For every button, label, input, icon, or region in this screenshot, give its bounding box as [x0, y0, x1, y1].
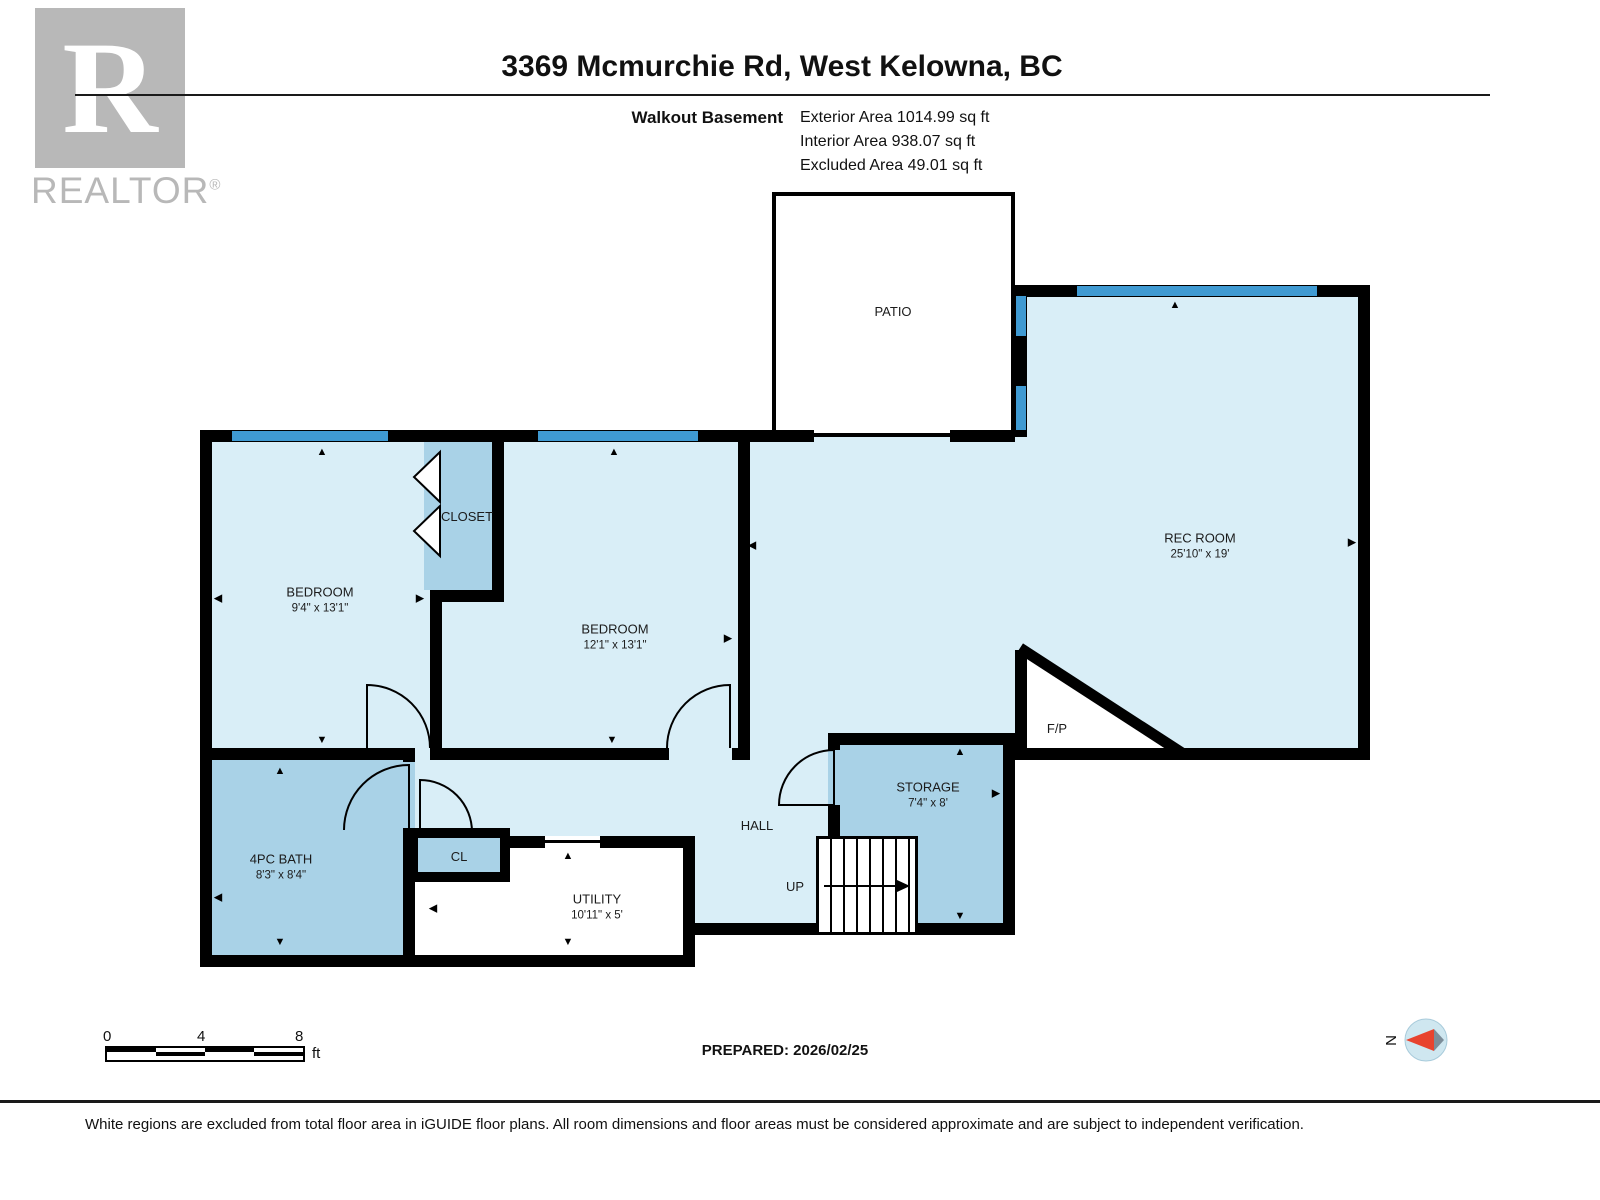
wall: [430, 590, 504, 602]
footer-divider: [0, 1100, 1600, 1103]
room-name: 4PC BATH: [249, 851, 313, 867]
room-dims: 25'10" x 19': [1170, 548, 1230, 561]
door-opening: [403, 762, 415, 828]
scale-tick-0: 0: [103, 1028, 112, 1045]
room-label-rec-room: REC ROOM 25'10" x 19': [1164, 529, 1236, 562]
room-dims: 9'4" x 13'1": [291, 602, 349, 615]
room-storage: [828, 733, 1015, 935]
room-rec-room: [1015, 285, 1370, 760]
floor-label: Walkout Basement: [631, 108, 783, 127]
window: [538, 431, 698, 441]
scale-tick-8: 8: [295, 1028, 304, 1045]
dimension-arrow-up-icon: ▲: [954, 746, 966, 758]
wall: [430, 590, 442, 748]
scale-unit: ft: [312, 1045, 321, 1062]
header-divider: [75, 94, 1490, 96]
room-label-bedroom-left: BEDROOM 9'4" x 13'1": [286, 583, 353, 616]
dimension-arrow-left-icon: ◀: [428, 902, 438, 915]
door-threshold: [545, 840, 600, 843]
stairs: [816, 836, 918, 935]
scale-bar: 0 4 8: [103, 1028, 305, 1062]
window: [232, 431, 388, 441]
dimension-arrow-up-icon: ▲: [1169, 299, 1181, 311]
room-patio: [772, 192, 1015, 437]
wall: [492, 442, 504, 602]
room-dims: 12'1" x 13'1": [583, 639, 647, 652]
room-name: REC ROOM: [1164, 530, 1236, 546]
registered-mark: ®: [209, 176, 222, 194]
room-label-storage: STORAGE 7'4" x 8': [896, 778, 959, 811]
room-label-bath: 4PC BATH 8'3" x 8'4": [250, 850, 313, 883]
room-label-bedroom-mid: BEDROOM 12'1" x 13'1": [581, 620, 648, 653]
realtor-brand-text: REALTOR: [31, 170, 210, 211]
room-name: HALL: [740, 818, 774, 834]
scale-rule-row: [107, 1048, 303, 1052]
dimension-arrow-right-icon: ▶: [1347, 536, 1357, 549]
room-dims: 10'11" x 5': [571, 909, 623, 922]
room-name: STORAGE: [896, 779, 960, 795]
room-name: PATIO: [874, 304, 912, 320]
room-name: BEDROOM: [286, 584, 354, 600]
prepared-date: PREPARED: 2026/02/25: [701, 1042, 869, 1059]
hall-upper-area: [750, 437, 1015, 748]
room-dims: 7'4" x 8': [908, 797, 948, 810]
interior-area: Interior Area 938.07 sq ft: [800, 133, 976, 150]
compass-north-label: N: [1382, 1035, 1399, 1046]
realtor-logo: R: [35, 8, 185, 168]
compass: N: [1382, 1018, 1448, 1062]
exterior-area: Exterior Area 1014.99 sq ft: [800, 109, 990, 126]
dimension-arrow-right-icon: ▶: [991, 787, 1001, 800]
door-opening: [669, 748, 732, 760]
room-label-cl: CL: [451, 848, 468, 866]
scale-rule: [105, 1046, 305, 1062]
dimension-arrow-left-icon: ◀: [213, 592, 223, 605]
room-name: BEDROOM: [581, 621, 649, 637]
room-label-utility: UTILITY 10'11" x 5': [571, 890, 623, 923]
room-label-patio: PATIO: [874, 303, 911, 321]
wall: [772, 430, 814, 442]
dimension-arrow-left-icon: ◀: [213, 891, 223, 904]
dimension-arrow-down-icon: ▼: [274, 936, 286, 948]
room-name: CL: [450, 849, 468, 865]
dimension-arrow-down-icon: ▼: [954, 910, 966, 922]
room-name: UTILITY: [572, 891, 622, 907]
window: [1016, 296, 1026, 336]
realtor-brand: REALTOR®: [31, 170, 221, 212]
room-label-hall: HALL: [741, 817, 774, 835]
dimension-arrow-left-icon: ◀: [747, 539, 757, 552]
room-label-closet: CLOSET: [441, 508, 493, 526]
wall: [738, 430, 782, 442]
compass-needle-tail-icon: [1434, 1029, 1444, 1051]
scale-tick-4: 4: [197, 1028, 206, 1045]
compass-needle-icon: [1406, 1029, 1434, 1051]
dimension-arrow-up-icon: ▲: [274, 765, 286, 777]
dimension-arrow-down-icon: ▼: [316, 734, 328, 746]
area-summary: Exterior Area 1014.99 sq ft Interior Are…: [800, 106, 989, 178]
scale-rule-row: [107, 1052, 303, 1056]
disclaimer-text: White regions are excluded from total fl…: [85, 1116, 1304, 1133]
wall: [950, 430, 1015, 442]
realtor-logo-letter: R: [62, 14, 158, 161]
room-cl: [408, 828, 510, 882]
dimension-arrow-up-icon: ▲: [608, 446, 620, 458]
room-name: F/P: [1046, 721, 1068, 737]
dimension-arrow-down-icon: ▼: [606, 734, 618, 746]
window: [1016, 386, 1026, 430]
room-label-fireplace: F/P: [1047, 720, 1067, 738]
wall: [683, 923, 833, 935]
window: [1077, 286, 1317, 296]
excluded-area: Excluded Area 49.01 sq ft: [800, 157, 983, 174]
room-name: UP: [785, 879, 805, 895]
room-dims: 8'3" x 8'4": [255, 869, 307, 882]
room-name: CLOSET: [440, 509, 494, 525]
wall-opening: [1015, 437, 1027, 650]
dimension-arrow-up-icon: ▲: [562, 850, 574, 862]
page-title: 3369 Mcmurchie Rd, West Kelowna, BC: [501, 50, 1063, 83]
dimension-arrow-up-icon: ▲: [316, 446, 328, 458]
dimension-arrow-right-icon: ▶: [415, 592, 425, 605]
dimension-arrow-right-icon: ▶: [723, 632, 733, 645]
dimension-arrow-down-icon: ▼: [562, 936, 574, 948]
door-opening: [828, 750, 840, 805]
room-label-up: UP: [786, 878, 804, 896]
